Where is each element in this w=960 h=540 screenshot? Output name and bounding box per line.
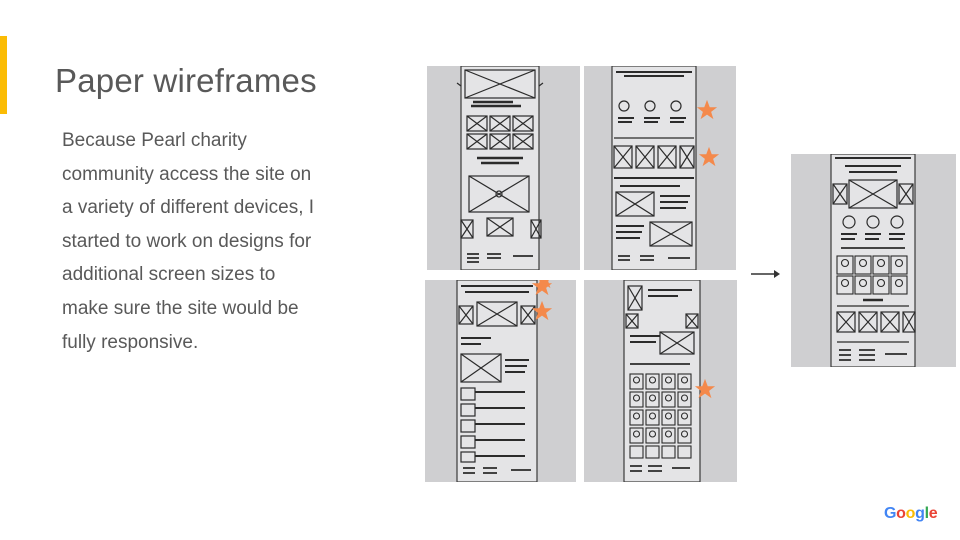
wireframe-photo-3 bbox=[425, 280, 576, 482]
arrow-right-icon bbox=[751, 270, 780, 278]
accent-bar bbox=[0, 36, 7, 114]
star-icon bbox=[696, 99, 718, 120]
slide-body: Because Pearl charity community access t… bbox=[62, 130, 315, 353]
wireframe-photo-1 bbox=[427, 66, 580, 270]
wireframe-photo-5 bbox=[791, 154, 956, 367]
google-logo: Google bbox=[884, 505, 938, 523]
logo-letter: o bbox=[905, 505, 916, 522]
star-icon bbox=[694, 378, 716, 399]
slide-title: Paper wireframes bbox=[55, 62, 317, 99]
star-icon bbox=[531, 300, 553, 321]
logo-letter: G bbox=[884, 505, 897, 522]
star-icon bbox=[531, 280, 553, 296]
wireframe-photo-4 bbox=[584, 280, 737, 482]
star-icon bbox=[698, 146, 720, 167]
logo-letter: l bbox=[924, 505, 929, 522]
logo-letter: e bbox=[928, 505, 938, 522]
logo-letter: o bbox=[896, 505, 906, 522]
logo-letter: g bbox=[915, 505, 925, 522]
wireframe-photo-2 bbox=[584, 66, 736, 270]
